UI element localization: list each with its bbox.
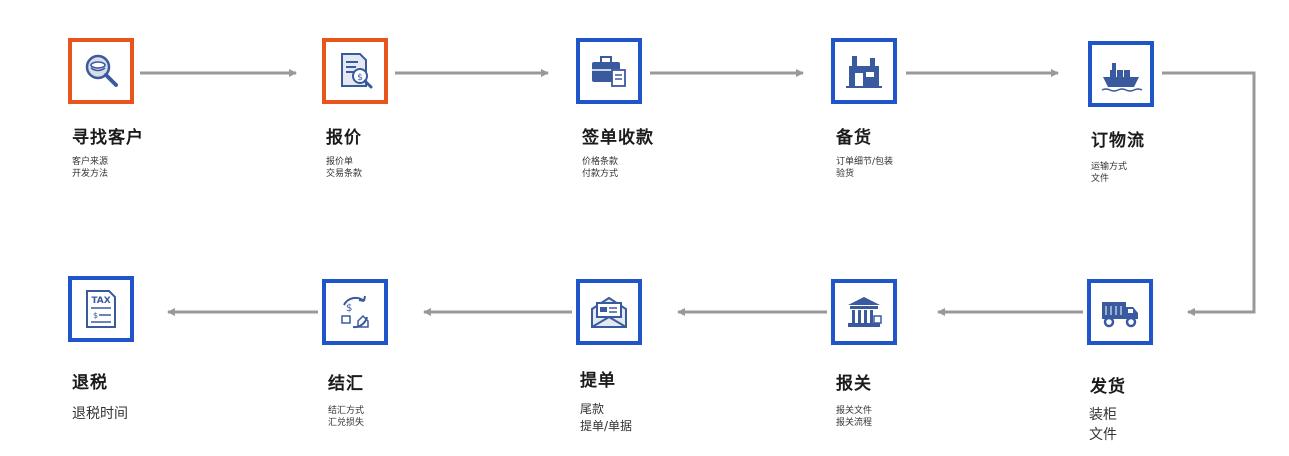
step-6-desc: 装柜文件	[1089, 407, 1117, 443]
step-3-title: 签单收款	[582, 128, 654, 148]
step-7-desc: 报关文件报关流程	[836, 406, 873, 428]
step-9-desc: 结汇方式汇兑损失	[328, 406, 365, 428]
step-2-box: $	[322, 38, 388, 104]
envelope-document-icon	[591, 296, 627, 328]
step-3-box	[576, 38, 642, 104]
step-4-box	[831, 38, 897, 104]
step-2-title: 报价	[326, 128, 362, 148]
step-1-box	[68, 38, 134, 104]
exchange-cycle-icon: $	[341, 295, 369, 329]
step-5-box	[1088, 41, 1154, 107]
cargo-ship-icon	[1101, 63, 1143, 92]
svg-text:$: $	[93, 311, 98, 320]
quote-document-icon: $	[341, 53, 373, 89]
step-10-title: 退税	[72, 373, 108, 393]
step-5-title: 订物流	[1091, 131, 1145, 151]
step-4-desc: 订单细节/包装验货	[836, 157, 894, 179]
tax-form-icon: TAX $	[86, 290, 116, 328]
magnifier-coin-icon	[85, 54, 118, 87]
step-2-desc: 报价单交易条款	[326, 157, 363, 179]
step-9-box: $	[322, 279, 388, 345]
step-1-desc: 客户来源开发方法	[72, 157, 109, 179]
step-8-title: 提单	[580, 371, 616, 391]
step-7-box	[831, 279, 897, 345]
customs-building-icon	[848, 297, 882, 327]
svg-text:TAX: TAX	[91, 296, 110, 306]
svg-text:$: $	[346, 303, 352, 314]
step-3-desc: 价格条款付款方式	[582, 157, 619, 179]
step-4-title: 备货	[836, 128, 872, 148]
step-9-title: 结汇	[328, 374, 364, 394]
svg-text:$: $	[357, 73, 363, 83]
factory-icon	[846, 56, 882, 88]
step-10-box: TAX $	[68, 276, 134, 342]
step-8-desc: 尾款提单/单据	[580, 402, 633, 433]
truck-icon	[1102, 302, 1138, 328]
step-6-box	[1087, 279, 1153, 345]
step-1-title: 寻找客户	[72, 128, 144, 148]
step-7-title: 报关	[836, 374, 872, 394]
step-6-title: 发货	[1090, 377, 1126, 397]
step-5-desc: 运输方式文件	[1091, 162, 1128, 184]
step-8-box	[576, 279, 642, 345]
briefcase-document-icon	[592, 56, 626, 87]
step-10-desc: 退税时间	[72, 406, 128, 422]
arrow-5-6	[1162, 71, 1256, 316]
